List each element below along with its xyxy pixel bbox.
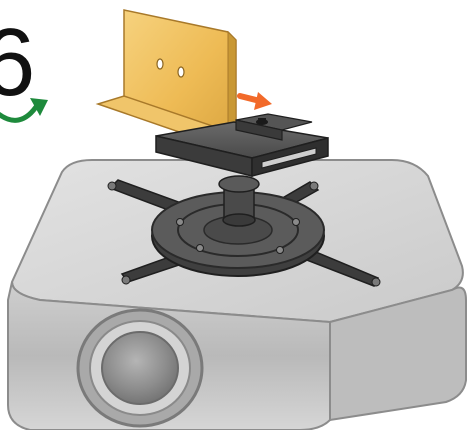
bracket-hole xyxy=(177,66,185,78)
projector-lens xyxy=(76,308,204,428)
mount-plate xyxy=(151,191,325,277)
step-number: 6 xyxy=(0,9,35,116)
slider-slot xyxy=(261,147,317,169)
bracket-hole xyxy=(156,58,164,70)
mount-leg-screws xyxy=(107,181,381,287)
projector xyxy=(7,159,467,430)
slide-arrow-icon xyxy=(237,92,272,110)
mount-pole xyxy=(218,175,260,227)
locking-screw-icon xyxy=(256,118,268,125)
projector-side xyxy=(329,286,467,422)
rotate-arrow-icon xyxy=(0,98,48,123)
slider-adapter xyxy=(155,113,329,177)
